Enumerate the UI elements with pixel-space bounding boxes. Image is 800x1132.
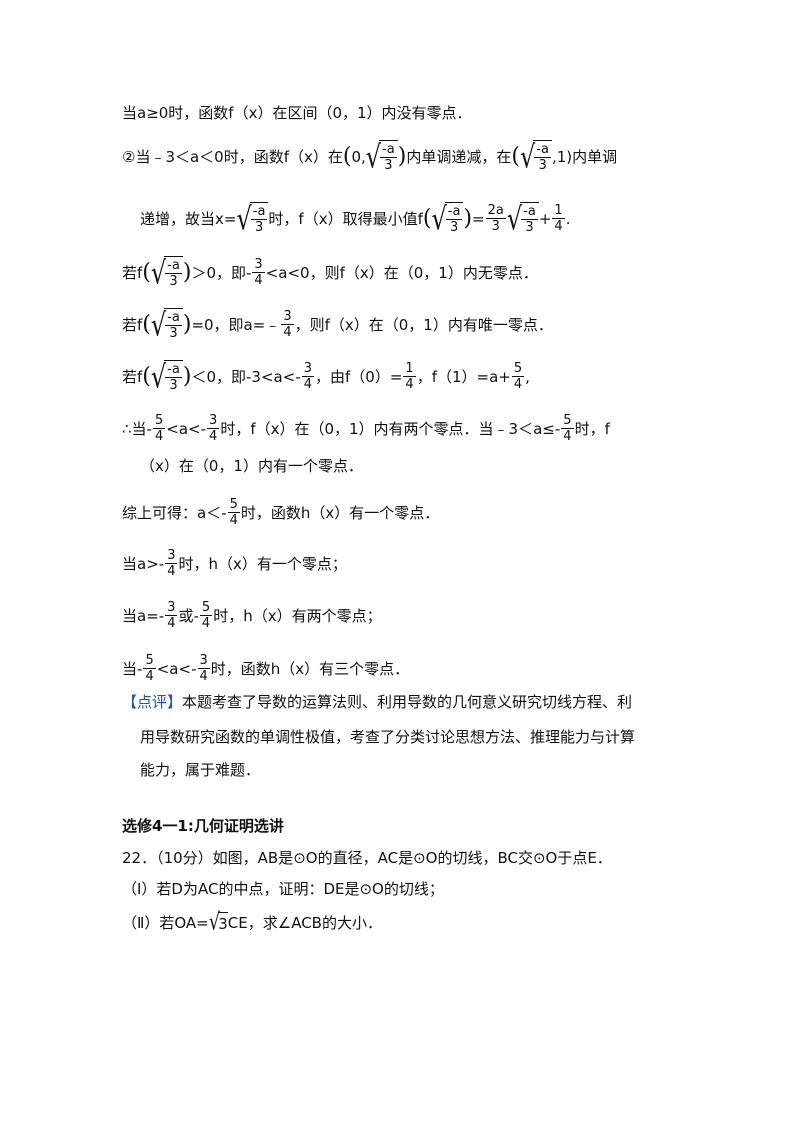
question-22-part-1-text: （Ⅰ）若D为AC的中点，证明：DE是⊙O的切线； (122, 880, 444, 898)
line-11-part-a: 当a= (122, 606, 159, 625)
line-7-part-c: 时，f (574, 419, 610, 438)
line-12-part-b: 时，函数h（x）有三个零点． (210, 659, 410, 678)
question-22-text: 22．（10分）如图，AB是⊙O的直径，AC是⊙O的切线，BC交⊙O于点E． (122, 849, 612, 867)
line-5-part-c: ，则f（x）在（0，1）内有唯一零点． (294, 315, 553, 334)
question-22: 22．（10分）如图，AB是⊙O的直径，AC是⊙O的切线，BC交⊙O于点E． (122, 848, 612, 868)
paren: ) (397, 143, 407, 169)
comment-line-2: 用导数研究函数的单调性极值，考查了分类讨论思想方法、推理能力与计算 (140, 727, 635, 747)
comment-text-2: 用导数研究函数的单调性极值，考查了分类讨论思想方法、推理能力与计算 (140, 728, 636, 746)
line-10-part-b: 时，h（x）有一个零点； (178, 554, 347, 573)
line-9-part-a: 综上可得：a＜ (122, 503, 222, 522)
section-title: 选修4一1:几何证明选讲 (122, 816, 284, 836)
line-11-part-c: 时，h（x）有两个零点； (213, 606, 382, 625)
comment-line-3: 能力，属于难题． (140, 760, 260, 780)
line-6-part-c: ，由f（0）= (315, 367, 403, 386)
section-title-text: 选修4一1:几何证明选讲 (122, 817, 284, 835)
line-12-part-a: 当 (122, 659, 138, 678)
line-2-part-c: 内单调 (572, 147, 618, 166)
line-1-text: 当a≥0时，函数f（x）在区间（0，1）内没有零点． (122, 104, 472, 122)
line-4-part-c: ，则f（x）在（0，1）内无零点． (309, 263, 538, 282)
comment-tag: 【点评】 (122, 693, 183, 711)
line-4-part-a: 若f (122, 263, 143, 282)
paren: ( (511, 143, 520, 169)
comment-line-1: 【点评】 本题考查了导数的运算法则、利用导数的几何意义研究切线方程、利 (122, 692, 632, 712)
line-3-part-a: 递增，故当x= (140, 209, 237, 228)
question-22-part-2: （Ⅱ）若OA= √ 3 CE，求∠ACB的大小． (122, 908, 382, 936)
question-22-part-2b: CE，求∠ACB的大小． (227, 914, 382, 932)
line-5-part-a: 若f (122, 315, 143, 334)
text-line-1: 当a≥0时，函数f（x）在区间（0，1）内没有零点． (122, 103, 472, 123)
text-line-8: （x）在（0，1）内有一个零点． (140, 456, 363, 476)
comment-text-1: 本题考查了导数的运算法则、利用导数的几何意义研究切线方程、利 (182, 693, 633, 711)
sqrt-3: √ 3 (208, 908, 228, 936)
line-9-part-b: 时，函数h（x）有一个零点． (240, 503, 440, 522)
line-7-part-b: 时，f（x）在（0，1）内有两个零点．当﹣3＜a (220, 419, 543, 438)
line-10-part-a: 当a (122, 554, 147, 573)
paren: ( (342, 143, 352, 169)
line-4-part-b: ＞0，即 (191, 263, 246, 282)
question-22-part-2a: （Ⅱ）若OA= (122, 914, 209, 932)
line-11-part-b: 或 (178, 606, 194, 625)
line-7-part-a: ∴当 (122, 419, 147, 438)
math-text: , (551, 147, 557, 166)
comment-text-3: 能力，属于难题． (140, 761, 261, 779)
line-2-part-a: ②当﹣3＜a＜0时，函数f（x）在 (122, 147, 343, 166)
line-6-part-b: ＜0，即 (191, 367, 246, 386)
line-6-part-d: ，f（1）=a+ (416, 367, 511, 386)
line-8-text: （x）在（0，1）内有一个零点． (140, 457, 363, 475)
question-22-part-1: （Ⅰ）若D为AC的中点，证明：DE是⊙O的切线； (122, 879, 444, 899)
line-2-part-b: 内单调递减，在 (406, 147, 512, 166)
line-3-part-b: 时，f（x）取得最小值f (268, 209, 423, 228)
line-6-part-a: 若f (122, 367, 143, 386)
line-5-part-b: =0，即a=﹣ (191, 315, 281, 334)
math-text: 0, (351, 147, 366, 166)
math-text: 1) (556, 147, 573, 166)
